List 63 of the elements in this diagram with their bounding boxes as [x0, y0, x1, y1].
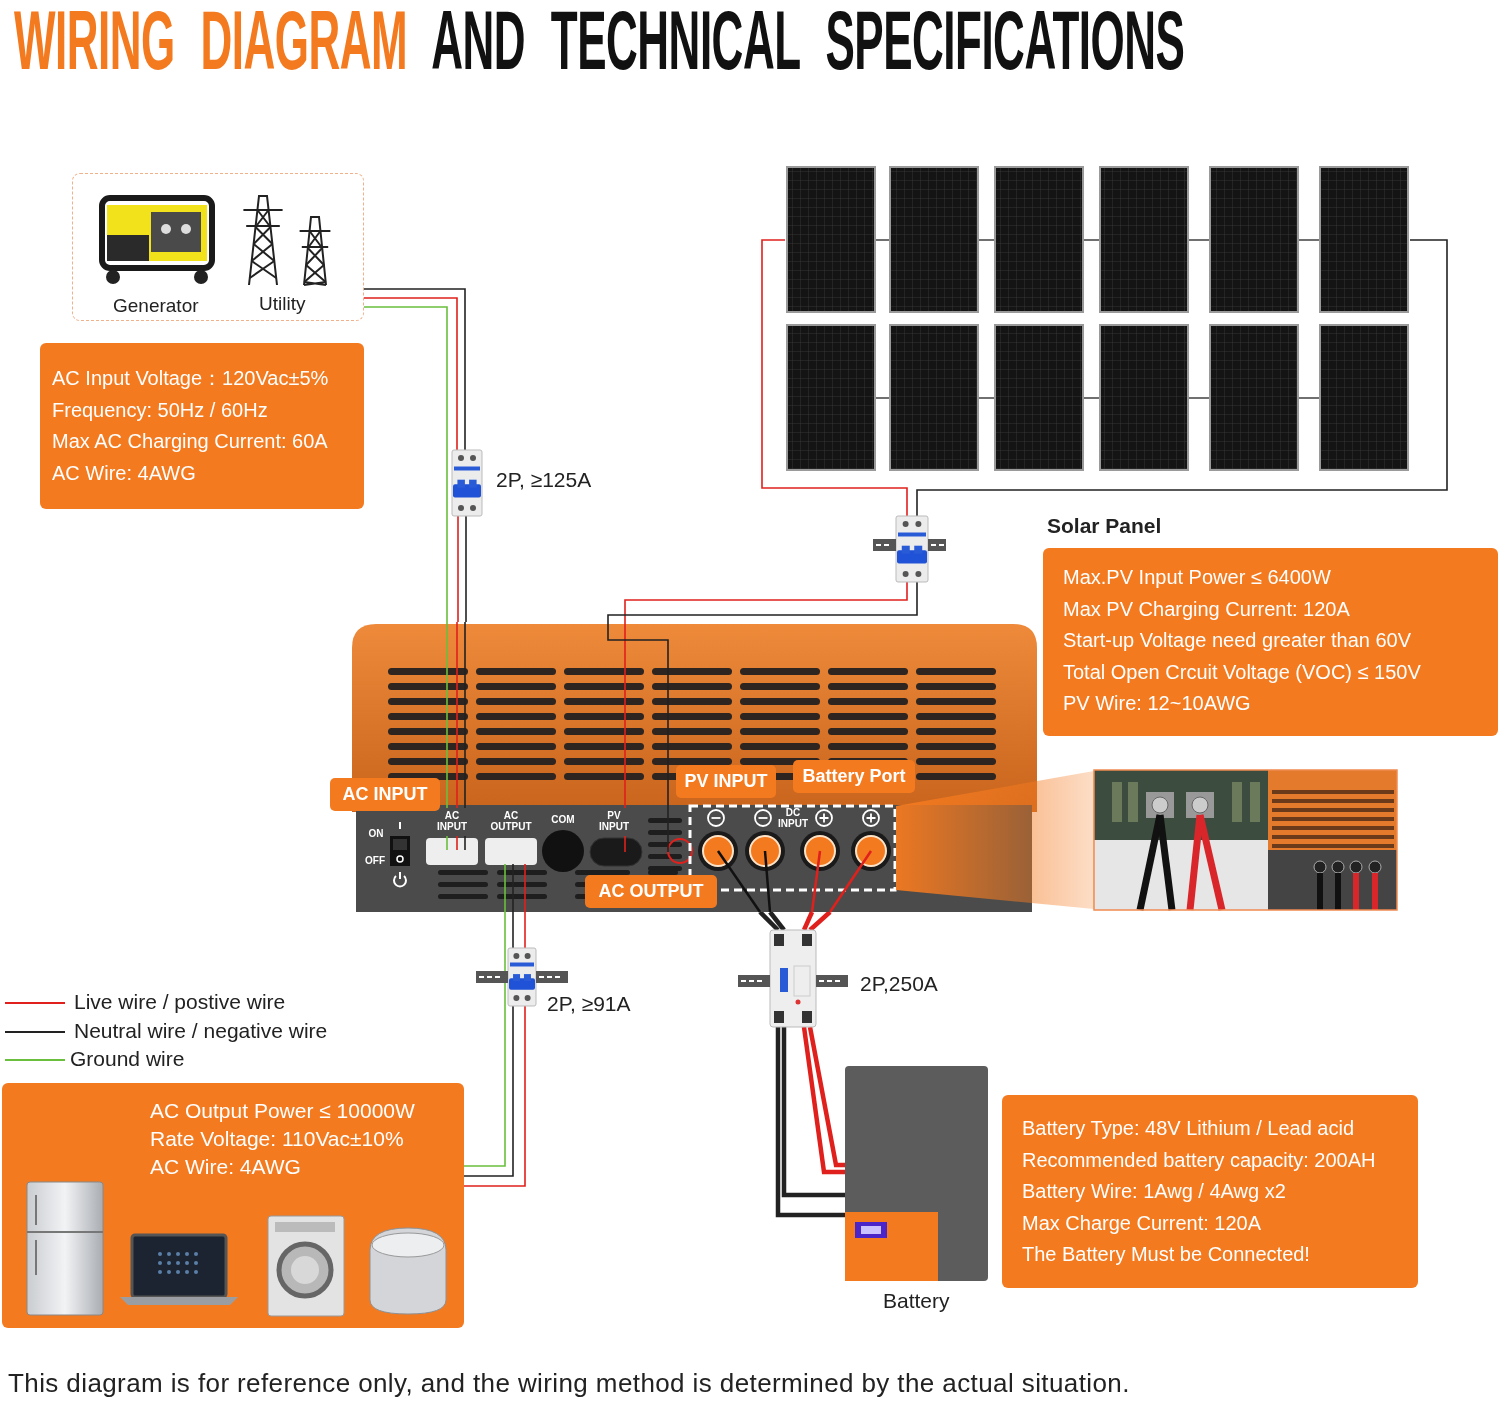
- spec-text: AC Output Power ≤ 10000W: [150, 1098, 416, 1124]
- wire: [916, 239, 1448, 517]
- picture-caption: Generator: [113, 294, 199, 318]
- spec-text: Max.PV Input Power ≤ 6400W: [1063, 565, 1332, 590]
- spec-text: Total Open Crcuit Voltage (VOC) ≤ 150V: [1063, 659, 1422, 685]
- port-label: AC OUTPUT: [489, 810, 533, 832]
- wire: [761, 239, 908, 517]
- wire: [801, 911, 815, 931]
- spec-text: Max PV Charging Current: 120A: [1063, 596, 1351, 622]
- port-label: PV INPUT: [598, 810, 630, 832]
- wire: [808, 910, 832, 932]
- rating-label: 2P, ≥91A: [547, 992, 631, 1016]
- page-title: WIRING DIAGRAM AND TECHNICAL SPECIFICATIONS: [14, 2, 1185, 78]
- port-label: COM: [550, 814, 576, 825]
- port-label: OFF: [364, 855, 386, 866]
- callout-tag: AC INPUT: [330, 778, 440, 811]
- wire: [512, 911, 514, 949]
- spec-text: Max Charge Current: 120A: [1022, 1210, 1262, 1236]
- wire: [524, 911, 526, 949]
- spec-text: AC Wire: 4AWG: [52, 460, 197, 486]
- spec-text: AC Input Voltage：120Vac±5%: [52, 366, 330, 391]
- port-label: AC INPUT: [436, 810, 468, 832]
- wire: [463, 1005, 514, 1177]
- source-panel: [72, 173, 364, 321]
- port-label: DC INPUT: [777, 807, 809, 829]
- spec-text: Rate Voltage: 110Vac±10%: [150, 1126, 405, 1152]
- wire: [363, 306, 448, 623]
- callout-tag: Battery Port: [793, 760, 915, 793]
- wire: [768, 910, 786, 932]
- section-heading: Solar Panel: [1047, 514, 1162, 538]
- footnote-text: This diagram is for reference only, and the wiring method is determined by the actual situation.: [8, 1368, 1130, 1398]
- rating-label: 2P,250A: [860, 972, 938, 996]
- wire: [758, 910, 780, 932]
- legend-label: Ground wire: [70, 1047, 185, 1071]
- wire: [463, 911, 506, 1167]
- spec-text: Frequency: 50Hz / 60Hz: [52, 397, 269, 423]
- port-label: ON: [367, 828, 385, 839]
- rating-label: 2P, ≥125A: [496, 468, 592, 492]
- spec-text: Recommended battery capacity: 200AH: [1022, 1147, 1377, 1173]
- spec-text: Max AC Charging Current: 60A: [52, 429, 329, 454]
- spec-text: Battery Type: 48V Lithium / Lead acid: [1022, 1116, 1356, 1141]
- wire: [807, 1026, 845, 1168]
- legend-label: Neutral wire / negative wire: [74, 1018, 328, 1043]
- picture-caption: Utility: [259, 292, 306, 316]
- spec-text: The Battery Must be Connected!: [1022, 1242, 1311, 1267]
- wire: [801, 1026, 845, 1175]
- wire: [465, 515, 467, 623]
- spec-text: Start-up Voltage need greater than 60V: [1063, 628, 1413, 653]
- spec-panel: [1002, 1095, 1418, 1288]
- wire: [775, 1027, 845, 1218]
- picture-caption: Battery: [883, 1289, 950, 1313]
- wire: [457, 515, 459, 623]
- wire: [463, 1005, 526, 1187]
- callout-tag: AC OUTPUT: [585, 875, 717, 908]
- spec-text: Battery Wire: 1Awg / 4Awg x2: [1022, 1179, 1287, 1204]
- legend-label: Live wire / postive wire: [74, 990, 286, 1014]
- callout-tag: PV INPUT: [676, 765, 776, 798]
- spec-panel: [2, 1083, 464, 1328]
- spec-text: PV Wire: 12~10AWG: [1063, 691, 1252, 716]
- spec-panel: [40, 343, 364, 509]
- spec-text: AC Wire: 4AWG: [150, 1154, 302, 1180]
- spec-panel: [1043, 548, 1498, 736]
- wire: [781, 1027, 845, 1198]
